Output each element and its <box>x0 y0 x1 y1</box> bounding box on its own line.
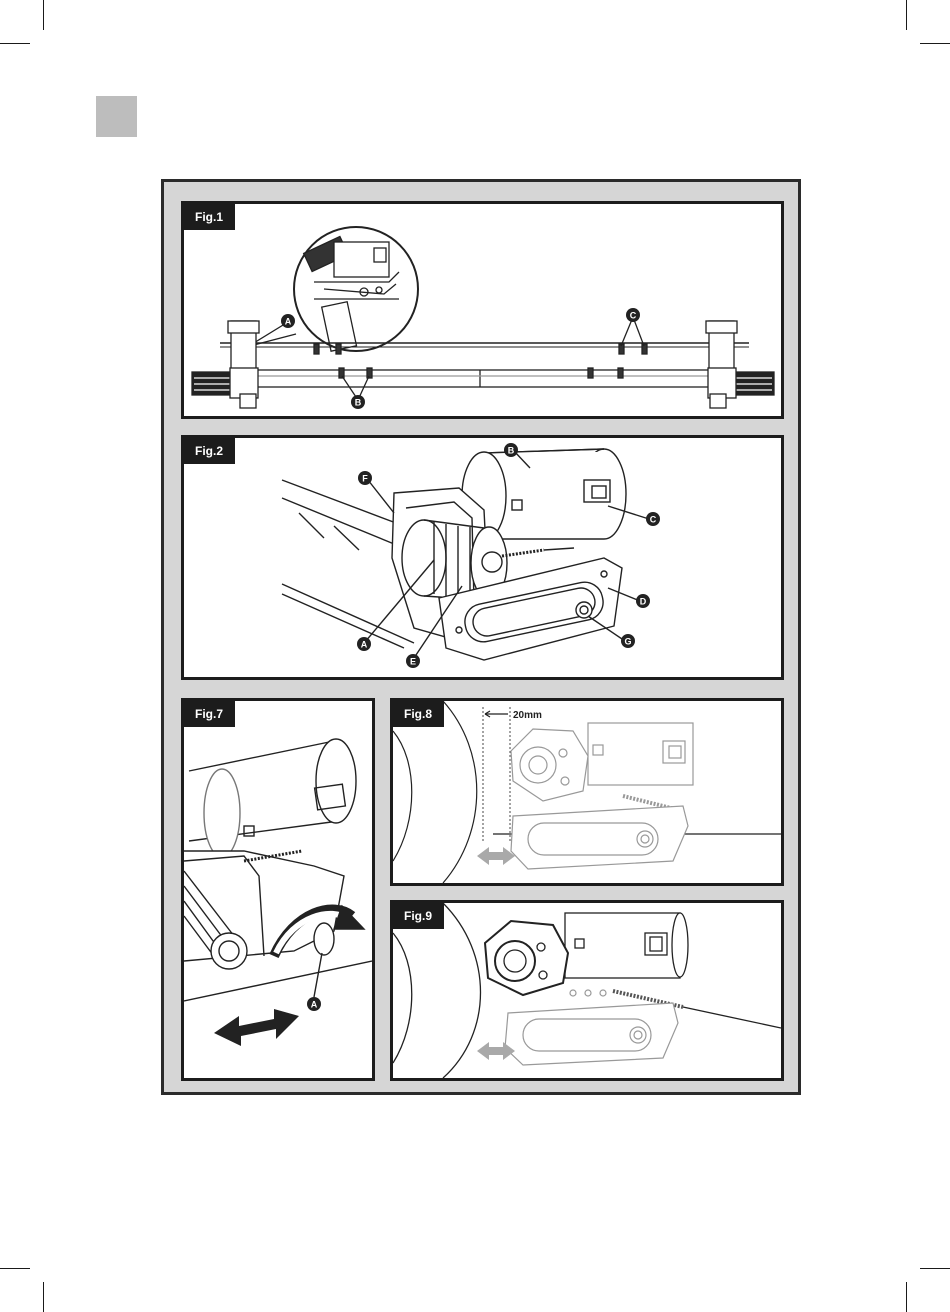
callout-c: C <box>626 308 640 322</box>
crop-mark <box>0 1268 30 1269</box>
figure-2-label: Fig.2 <box>184 438 235 464</box>
figure-9-panel: Fig.9 <box>390 900 784 1081</box>
figure-7-panel: Fig.7 <box>181 698 375 1081</box>
dimension-label: 20mm <box>513 710 542 721</box>
svg-text:A: A <box>285 317 292 327</box>
figure-1-label: Fig.1 <box>184 204 235 230</box>
svg-text:A: A <box>311 1000 318 1010</box>
svg-text:D: D <box>640 597 647 607</box>
callout-a: A <box>281 314 295 328</box>
figure-frame: Fig.1 <box>161 179 801 1095</box>
crop-mark <box>906 0 907 30</box>
svg-text:E: E <box>410 657 416 667</box>
double-arrow-icon <box>477 847 515 865</box>
figure-8-panel: Fig.8 20mm <box>390 698 784 886</box>
callout-a: A <box>307 997 321 1011</box>
callout-g: G <box>621 634 635 648</box>
callout-f: F <box>358 471 372 485</box>
crop-mark <box>906 1282 907 1312</box>
callout-a: A <box>357 637 371 651</box>
crop-mark <box>43 1282 44 1312</box>
crop-mark <box>920 1268 950 1269</box>
svg-text:G: G <box>624 637 631 647</box>
svg-text:B: B <box>508 446 515 456</box>
double-arrow-icon <box>214 1009 299 1046</box>
figure-1-illustration: A B C <box>184 204 781 416</box>
svg-text:C: C <box>650 515 657 525</box>
callout-e: E <box>406 654 420 668</box>
crop-mark <box>920 43 950 44</box>
section-tab <box>96 96 137 137</box>
svg-text:B: B <box>355 398 362 408</box>
figure-2-illustration: F B C D G A E <box>184 438 781 677</box>
figure-8-label: Fig.8 <box>393 701 444 727</box>
crop-mark <box>43 0 44 30</box>
figure-9-illustration <box>393 903 781 1078</box>
figure-7-label: Fig.7 <box>184 701 235 727</box>
callout-c: C <box>646 512 660 526</box>
figure-9-label: Fig.9 <box>393 903 444 929</box>
figure-2-panel: Fig.2 <box>181 435 784 680</box>
svg-text:A: A <box>361 640 368 650</box>
figure-8-illustration: 20mm <box>393 701 781 883</box>
svg-text:F: F <box>362 474 368 484</box>
callout-b: B <box>504 443 518 457</box>
callout-b: B <box>351 395 365 409</box>
callout-d: D <box>636 594 650 608</box>
figure-1-panel: Fig.1 <box>181 201 784 419</box>
crop-mark <box>0 43 30 44</box>
figure-7-illustration: A <box>184 701 372 1078</box>
svg-text:C: C <box>630 311 637 321</box>
